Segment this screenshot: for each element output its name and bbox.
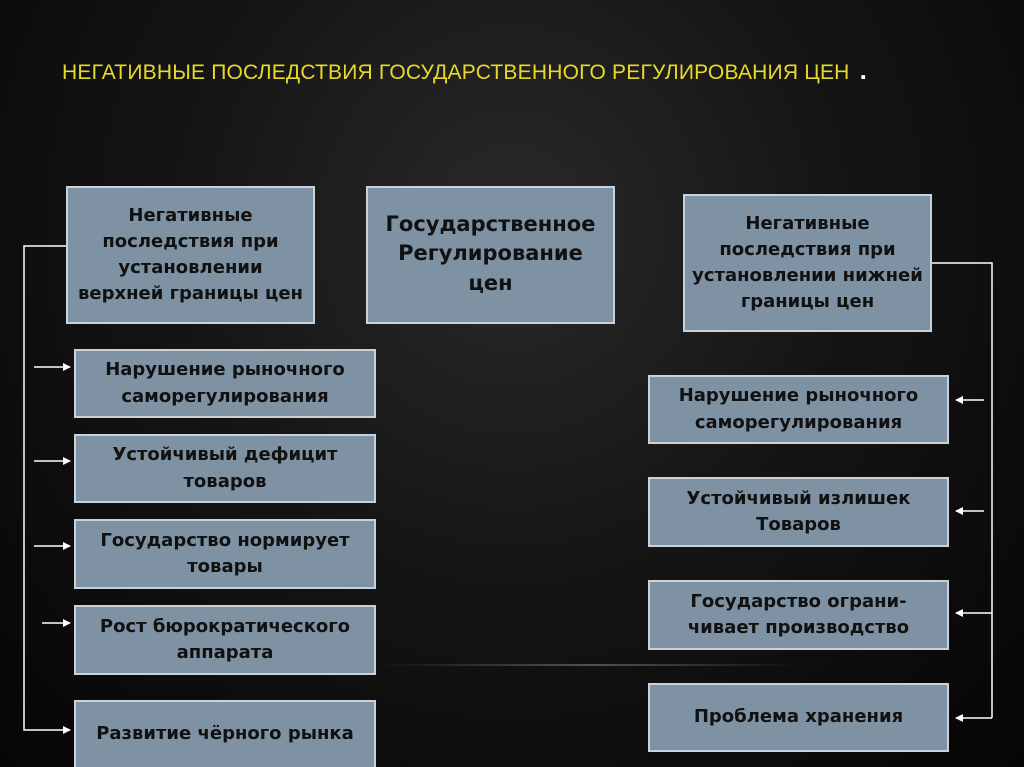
slide-title-text: НЕГАТИВНЫЕ ПОСЛЕДСТВИЯ ГОСУДАРСТВЕННОГО … bbox=[62, 61, 850, 84]
right-item-1-text: Нарушение рыночного саморегулирования bbox=[678, 385, 919, 433]
decorative-floor-line bbox=[380, 664, 800, 666]
center-text: Государственное Регулирование цен bbox=[385, 212, 596, 295]
right-item-4: Проблема хранения bbox=[648, 683, 949, 752]
left-item-1: Нарушение рыночного саморегулирования bbox=[74, 349, 376, 418]
right-item-4-text: Проблема хранения bbox=[693, 706, 904, 728]
left-item-3-text: Государство нормирует товары bbox=[100, 529, 350, 577]
right-header-box: Негативные последствия при установлении … bbox=[683, 194, 932, 332]
right-item-2: Устойчивый излишек Товаров bbox=[648, 477, 949, 547]
slide-title: НЕГАТИВНЫЕ ПОСЛЕДСТВИЯ ГОСУДАРСТВЕННОГО … bbox=[62, 55, 867, 86]
left-item-2-text: Устойчивый дефицит товаров bbox=[112, 444, 338, 492]
right-bracket-line bbox=[932, 262, 993, 718]
right-item-2-text: Устойчивый излишек Товаров bbox=[686, 487, 911, 535]
right-item-1: Нарушение рыночного саморегулирования bbox=[648, 375, 949, 444]
left-item-4: Рост бюрократического аппарата bbox=[74, 605, 376, 675]
slide-title-dot: . bbox=[859, 55, 868, 85]
left-item-5: Развитие чёрного рынка bbox=[74, 700, 376, 767]
right-item-3-text: Государство ограни-чивает производство bbox=[687, 590, 910, 638]
center-box: Государственное Регулирование цен bbox=[366, 186, 615, 324]
left-item-4-text: Рост бюрократического аппарата bbox=[99, 615, 351, 663]
left-header-text: Негативные последствия при установлении … bbox=[78, 204, 303, 305]
right-header-text: Негативные последствия при установлении … bbox=[692, 212, 923, 313]
left-header-box: Негативные последствия при установлении … bbox=[66, 186, 315, 324]
left-bracket-line bbox=[23, 245, 71, 734]
left-item-3: Государство нормирует товары bbox=[74, 519, 376, 589]
right-item-3: Государство ограни-чивает производство bbox=[648, 580, 949, 650]
left-item-5-text: Развитие чёрного рынка bbox=[96, 723, 354, 745]
left-item-1-text: Нарушение рыночного саморегулирования bbox=[105, 359, 345, 407]
left-item-2: Устойчивый дефицит товаров bbox=[74, 434, 376, 503]
